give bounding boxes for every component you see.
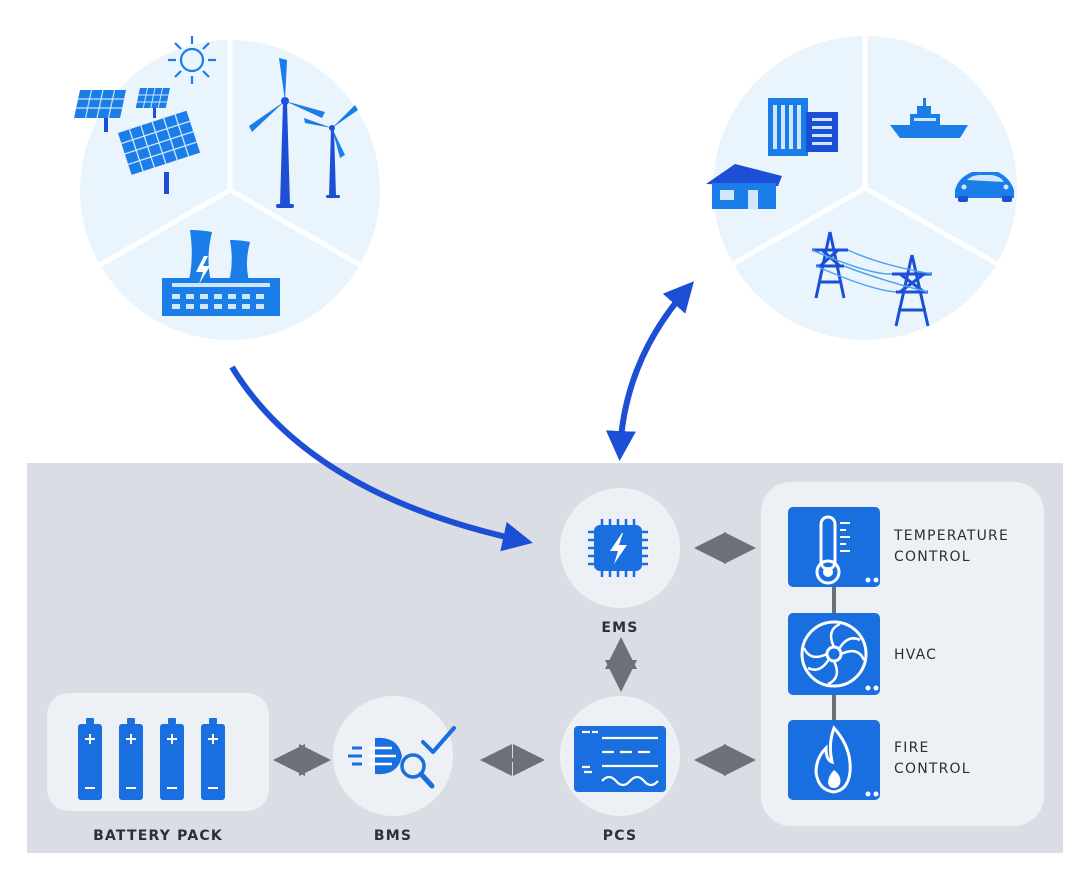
- battery-pack-label: BATTERY PACK: [93, 828, 223, 844]
- fan-icon: [788, 613, 880, 695]
- fire-label-line2: CONTROL: [894, 761, 971, 777]
- temperature-label-line2: CONTROL: [894, 549, 971, 565]
- flame-icon: [788, 720, 880, 800]
- thermometer-icon: [788, 507, 880, 587]
- temperature-control-label: TEMPERATURE CONTROL: [894, 526, 1009, 568]
- solar-panels-icon: [74, 88, 201, 194]
- battery-check-icon: [348, 726, 456, 789]
- ems-label: EMS: [601, 620, 639, 636]
- power-plant-icon: [162, 230, 280, 316]
- generation-to-ems-arrow: [229, 365, 533, 552]
- electric-car-icon: [955, 172, 1014, 202]
- bms-label: BMS: [373, 828, 413, 844]
- converter-icon: [574, 726, 666, 792]
- house-icon: [706, 164, 782, 209]
- fire-label-line1: FIRE: [894, 740, 930, 756]
- battery-cells-icon: [78, 718, 225, 800]
- office-buildings-icon: [768, 98, 838, 156]
- ship-icon: [890, 98, 968, 138]
- sun-icon: [168, 36, 216, 84]
- generation-sources-circle: [74, 36, 380, 340]
- consumption-circle: [706, 36, 1017, 340]
- wind-turbines-icon: [249, 58, 358, 208]
- temperature-label-line1: TEMPERATURE: [894, 528, 1009, 544]
- ems-consumption-arrow: [605, 281, 694, 461]
- fire-control-label: FIRE CONTROL: [894, 738, 971, 780]
- transmission-towers-icon: [811, 231, 933, 327]
- pcs-label: PCS: [602, 828, 638, 844]
- chip-lightning-icon: [588, 519, 648, 577]
- hvac-label: HVAC: [894, 647, 938, 663]
